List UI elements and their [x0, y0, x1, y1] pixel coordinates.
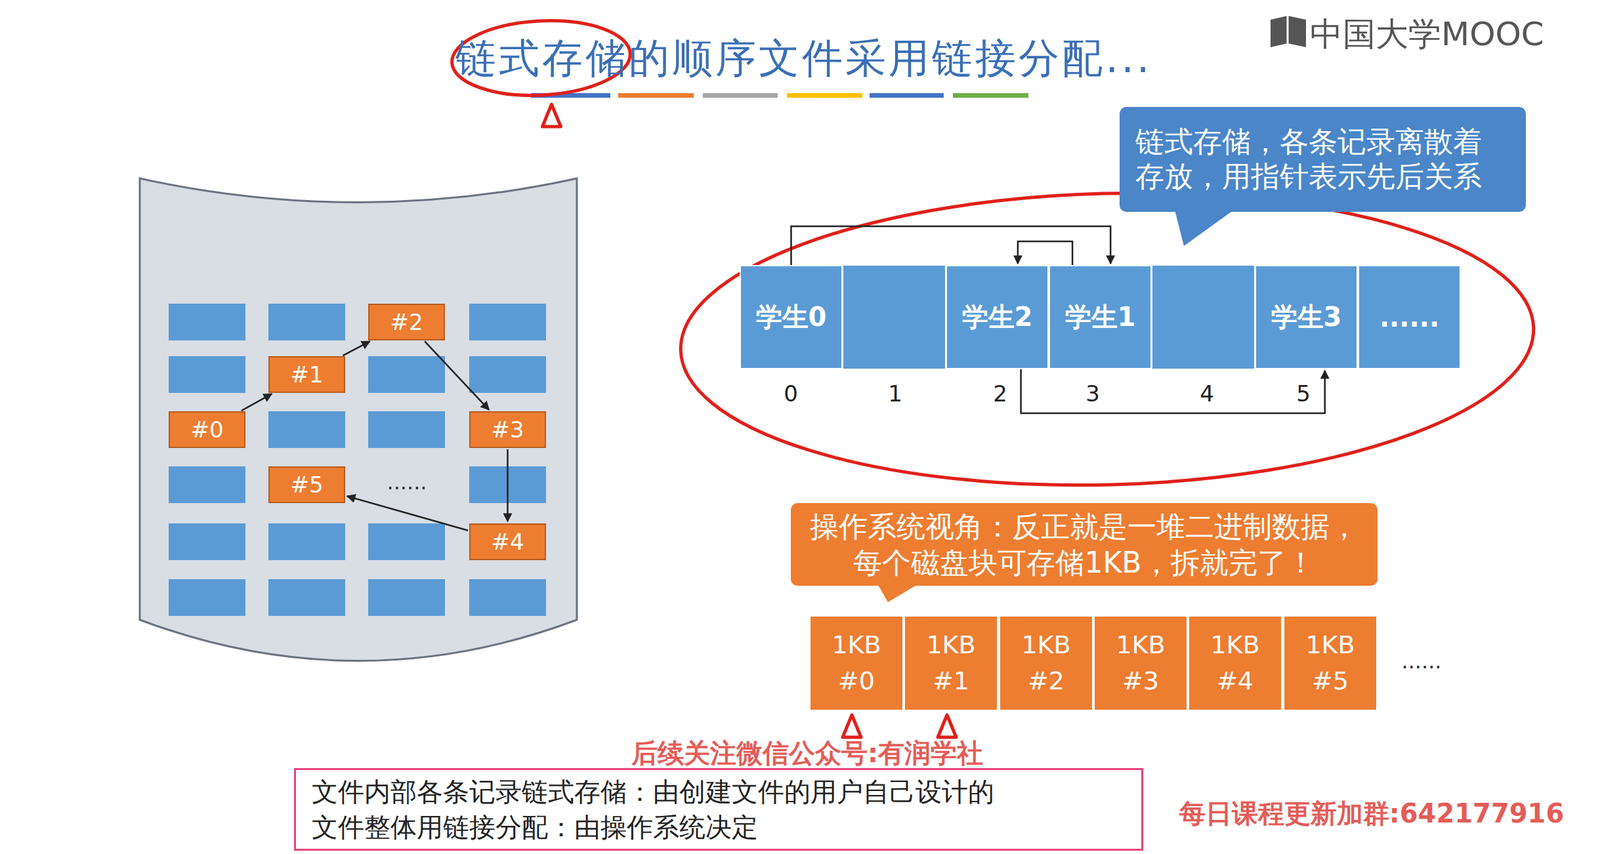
node-text: #4 — [1216, 663, 1254, 700]
ellipsis: ...... — [1401, 649, 1442, 674]
index-number: 1 — [887, 380, 903, 407]
hand-drawn-mark — [842, 715, 862, 738]
logo-icon — [1286, 15, 1289, 44]
empty-cell — [842, 265, 946, 370]
node-text: 1KB — [831, 627, 881, 664]
slide-title: 链式存储的顺序文件采用链接分配... — [455, 30, 1152, 86]
ellipsis: ...... — [386, 469, 427, 495]
node-text: 学生2 — [962, 299, 1033, 336]
disk-block — [368, 523, 445, 561]
disk-block — [268, 523, 346, 561]
node-text: 1KB — [1021, 627, 1071, 664]
callout-box: 操作系统视角：反正就是一堆二进制数据，每个磁盘块可存储1KB，拆就完了！ — [790, 503, 1378, 587]
index-number: 3 — [1085, 380, 1100, 407]
node-text: 1KB — [1210, 627, 1260, 664]
disk-block: #4 — [469, 523, 547, 561]
record-cell: 学生1 — [1048, 265, 1152, 370]
color-bar — [618, 93, 694, 98]
record-cell: ...... — [1357, 265, 1461, 370]
disk-block — [168, 466, 246, 504]
callout-box: 链式存储，各条记录离散着存放，用指针表示先后关系 — [1119, 106, 1526, 212]
link-arrow — [241, 393, 272, 411]
node-text: #3 — [490, 416, 524, 443]
node-text: #0 — [190, 416, 224, 443]
disk-block — [168, 523, 246, 561]
pointer-arrow — [1021, 369, 1326, 414]
node-text: 1KB — [1305, 627, 1355, 664]
record-cell: 学生3 — [1254, 265, 1358, 370]
color-bar — [869, 93, 944, 98]
node-text: #2 — [1027, 663, 1065, 700]
hand-drawn-mark — [937, 715, 957, 738]
node-text: #0 — [838, 663, 875, 700]
disk-block — [469, 579, 547, 617]
node-text: 学生1 — [1065, 299, 1137, 336]
node-text: 文件内部各条记录链式存储：由创建文件的用户自己设计的 — [311, 774, 995, 810]
node-text: #2 — [389, 309, 423, 336]
disk-cylinder — [139, 178, 577, 662]
disk-block — [168, 303, 246, 341]
disk-block — [268, 303, 346, 341]
disk-block — [368, 579, 445, 617]
node-text: 1KB — [1115, 627, 1165, 664]
node-text: #1 — [290, 361, 323, 388]
disk-block — [469, 356, 547, 394]
disk-block: #2 — [368, 303, 445, 341]
color-bar — [786, 93, 863, 98]
link-arrow — [424, 341, 489, 410]
link-arrow — [342, 341, 370, 356]
pointer-arrow — [1017, 241, 1073, 266]
empty-cell — [1151, 265, 1255, 370]
data-block: 1KB#3 — [1093, 615, 1188, 712]
data-block: 1KB#0 — [809, 615, 904, 712]
index-number: 0 — [783, 380, 799, 407]
node-text: ...... — [1379, 302, 1440, 333]
link-arrow — [506, 449, 509, 522]
logo-icon — [1270, 15, 1306, 48]
node-text: #3 — [1122, 663, 1159, 700]
callout-tail — [1174, 210, 1234, 247]
record-cell: 学生0 — [739, 265, 843, 370]
record-cell: 学生2 — [945, 265, 1049, 370]
node-text: 文件整体用链接分配：由操作系统决定 — [311, 809, 758, 846]
node-text: #5 — [1311, 663, 1349, 700]
node-text: #5 — [290, 471, 323, 499]
hand-drawn-mark — [542, 104, 561, 127]
disk-block — [168, 579, 246, 617]
index-number: 5 — [1296, 380, 1311, 407]
watermark: 每日课程更新加群:642177916 — [1179, 796, 1564, 833]
node-text: 操作系统视角：反正就是一堆二进制数据，每个磁盘块可存储1KB，拆就完了！ — [805, 508, 1364, 581]
disk-block — [268, 411, 346, 449]
index-number: 4 — [1199, 380, 1215, 407]
color-bar — [702, 93, 778, 98]
node-text: #4 — [490, 528, 524, 556]
hand-drawn-circle — [676, 182, 1537, 497]
disk-block: #0 — [168, 411, 246, 449]
data-block: 1KB#4 — [1187, 615, 1283, 712]
disk-block: #5 — [268, 466, 346, 504]
pointer-arrow — [791, 226, 1112, 266]
note-box: 文件内部各条记录链式存储：由创建文件的用户自己设计的文件整体用链接分配：由操作系… — [294, 768, 1144, 852]
disk-block — [368, 411, 445, 449]
node-text: #1 — [932, 663, 970, 700]
node-text: 1KB — [926, 627, 976, 664]
disk-block — [168, 356, 246, 394]
node-text: 学生3 — [1271, 299, 1343, 336]
data-block: 1KB#2 — [998, 615, 1094, 712]
disk-block: #3 — [469, 411, 547, 449]
node-text: 链式存储，各条记录离散着存放，用指针表示先后关系 — [1135, 124, 1511, 195]
data-block: 1KB#5 — [1283, 615, 1378, 712]
disk-block: #1 — [268, 356, 346, 394]
disk-block — [469, 303, 547, 341]
index-number: 2 — [992, 380, 1008, 407]
disk-block — [368, 356, 445, 394]
color-bar — [952, 93, 1029, 98]
disk-block — [268, 579, 346, 617]
watermark: 后续关注微信公众号:有润学社 — [631, 735, 984, 772]
node-text: 学生0 — [756, 299, 827, 336]
link-arrow — [347, 496, 468, 531]
logo-text: 中国大学MOOC — [1309, 12, 1545, 57]
data-block: 1KB#1 — [903, 615, 999, 712]
